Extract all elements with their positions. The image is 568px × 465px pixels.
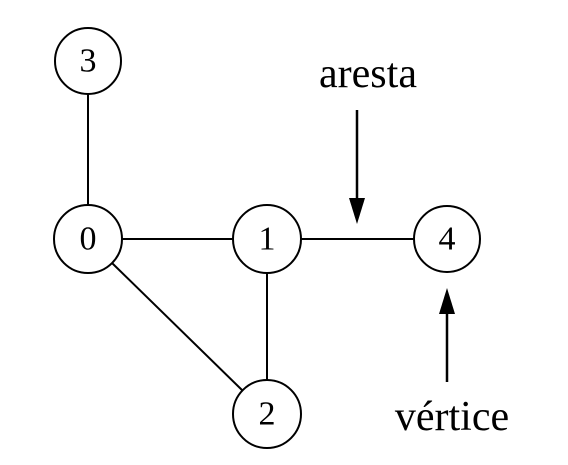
edge-annotation: aresta (319, 51, 417, 224)
node-0: 0 (53, 204, 123, 274)
edges (87, 94, 414, 392)
node-2: 2 (232, 379, 302, 449)
up-arrow-icon (439, 288, 455, 314)
node-label-4: 4 (439, 221, 456, 258)
node-1: 1 (232, 204, 302, 274)
down-arrow-icon (349, 198, 365, 224)
node-3: 3 (54, 27, 122, 95)
node-4: 4 (413, 205, 481, 273)
vertex-annotation: vértice (395, 288, 509, 440)
edge-0-2 (111, 262, 244, 392)
node-label-2: 2 (259, 396, 276, 433)
vertex-annotation-label: vértice (395, 394, 509, 440)
edge-annotation-label: aresta (319, 51, 417, 97)
node-label-1: 1 (259, 221, 276, 258)
node-label-0: 0 (80, 221, 97, 258)
node-label-3: 3 (80, 43, 97, 80)
